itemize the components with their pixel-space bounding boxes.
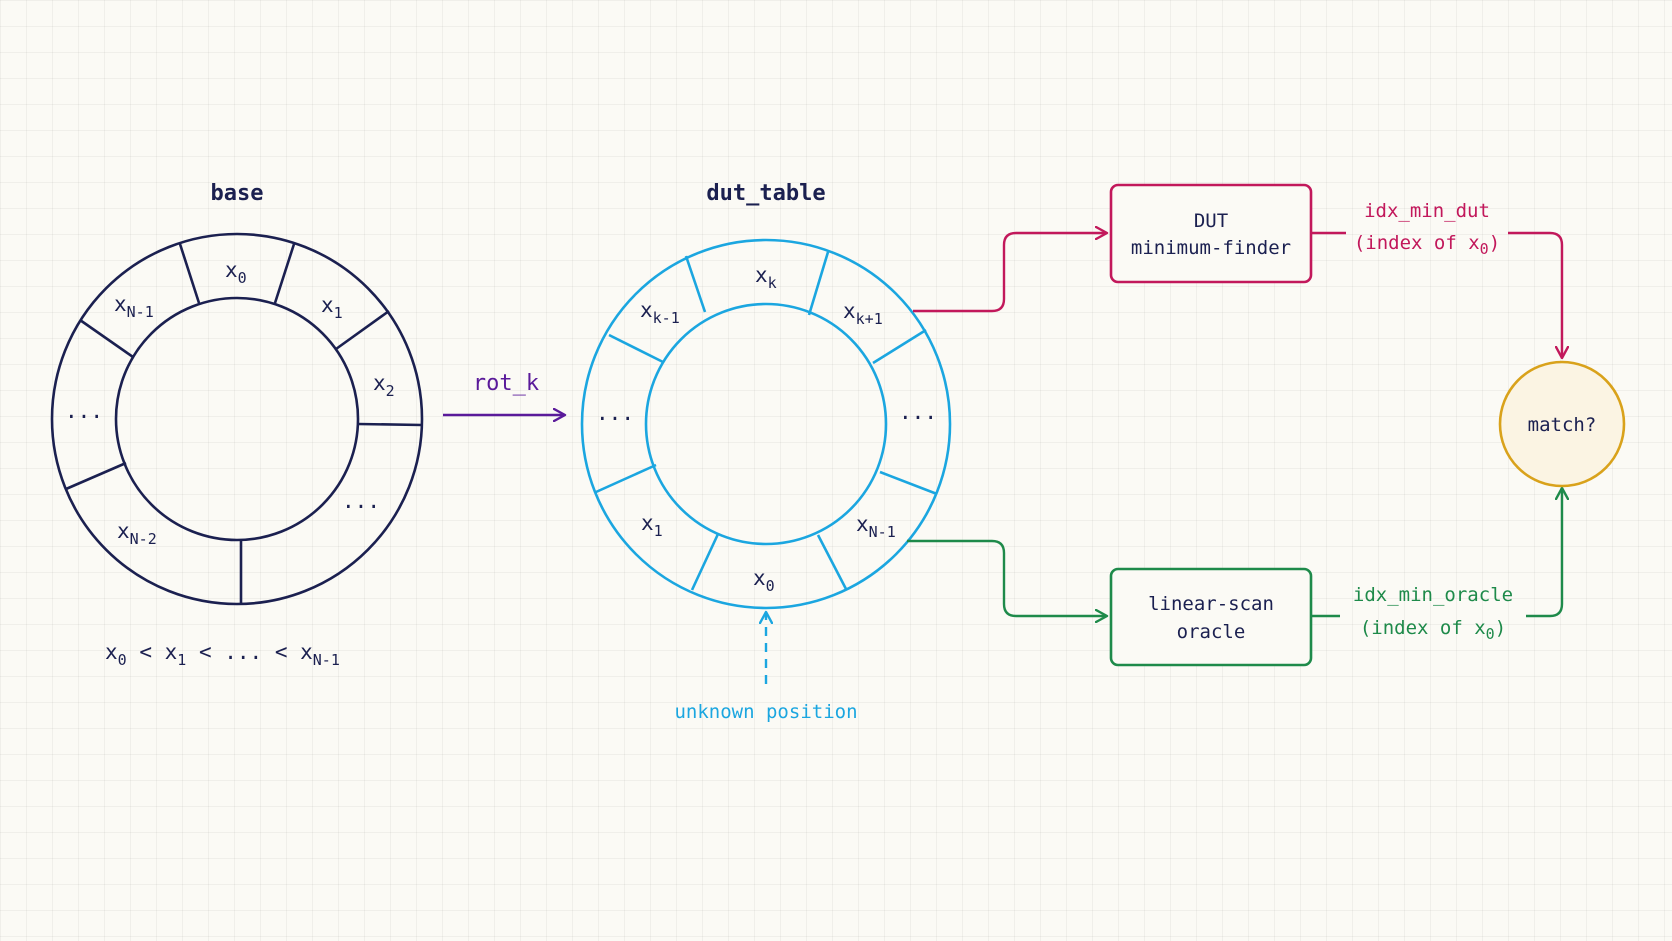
rotation-arrow: rot_k xyxy=(443,371,565,415)
unknown-position-label: unknown position xyxy=(674,701,857,723)
idx-min-dut-detail: (index of x0) xyxy=(1354,232,1500,258)
dut-table-title: dut_table xyxy=(706,181,825,206)
dut-output-connector xyxy=(1311,231,1562,358)
dut-box-line2: minimum-finder xyxy=(1131,237,1291,259)
idx-min-oracle-detail: (index of x0) xyxy=(1360,617,1506,643)
base-slot-x0: x0 xyxy=(225,258,247,287)
oracle-output-connector xyxy=(1311,488,1562,618)
dut-to-oracle-connector xyxy=(907,539,1107,616)
dut-slot-xN-1: xN-1 xyxy=(856,512,896,541)
base-outer-circle xyxy=(50,232,424,606)
dut-table-ring: dut_table xk xk+1 ... xN-1 x0 x1 ... xk-… xyxy=(580,181,952,723)
base-slot-ellipsis-right: ... xyxy=(342,489,380,513)
dut-slot-xk: xk xyxy=(755,263,777,292)
dut-minimum-finder-box: DUT minimum-finder xyxy=(1109,183,1313,284)
dut-to-finder-connector xyxy=(913,233,1107,313)
dut-slot-x0: x0 xyxy=(753,566,775,595)
dut-slot-ellipsis-left: ... xyxy=(596,401,634,425)
base-title: base xyxy=(211,181,264,206)
base-ring: base x0 x1 x2 ... xN-2 ... xN-1 x0 < x1 … xyxy=(50,181,424,669)
dut-slot-x1: x1 xyxy=(641,511,663,540)
match-circle xyxy=(1498,360,1626,488)
idx-min-oracle-label: idx_min_oracle xyxy=(1353,584,1513,606)
base-dividers xyxy=(65,243,423,604)
base-slot-x2: x2 xyxy=(373,371,395,400)
dut-slot-xk-1: xk-1 xyxy=(640,298,680,327)
dut-slot-labels: xk xk+1 ... xN-1 x0 x1 ... xk-1 xyxy=(596,263,937,595)
rot-k-label: rot_k xyxy=(473,371,539,396)
base-slot-xN-1: xN-1 xyxy=(114,292,154,321)
dut-inner-circle xyxy=(644,302,888,546)
base-slot-x1: x1 xyxy=(321,293,343,322)
dut-box-line1: DUT xyxy=(1194,210,1228,232)
idx-min-dut-label: idx_min_dut xyxy=(1364,200,1490,222)
base-slot-ellipsis-left: ... xyxy=(65,399,103,423)
dut-dividers xyxy=(595,251,938,591)
match-label: match? xyxy=(1528,414,1597,436)
base-inner-circle xyxy=(114,296,360,542)
oracle-box-frame xyxy=(1109,567,1313,667)
oracle-box-line2: oracle xyxy=(1177,621,1246,643)
base-slot-xN-2: xN-2 xyxy=(117,519,157,548)
dut-slot-xk+1: xk+1 xyxy=(843,299,883,328)
dut-box-frame xyxy=(1109,183,1313,284)
dut-slot-ellipsis-right: ... xyxy=(899,400,937,424)
oracle-box-line1: linear-scan xyxy=(1148,593,1274,615)
match-node: match? xyxy=(1498,360,1626,488)
linear-scan-oracle-box: linear-scan oracle xyxy=(1109,567,1313,667)
base-ordering: x0 < x1 < ... < xN-1 xyxy=(105,640,340,669)
dut-outer-circle xyxy=(580,238,952,610)
base-slot-labels: x0 x1 x2 ... xN-2 ... xN-1 xyxy=(65,258,395,548)
